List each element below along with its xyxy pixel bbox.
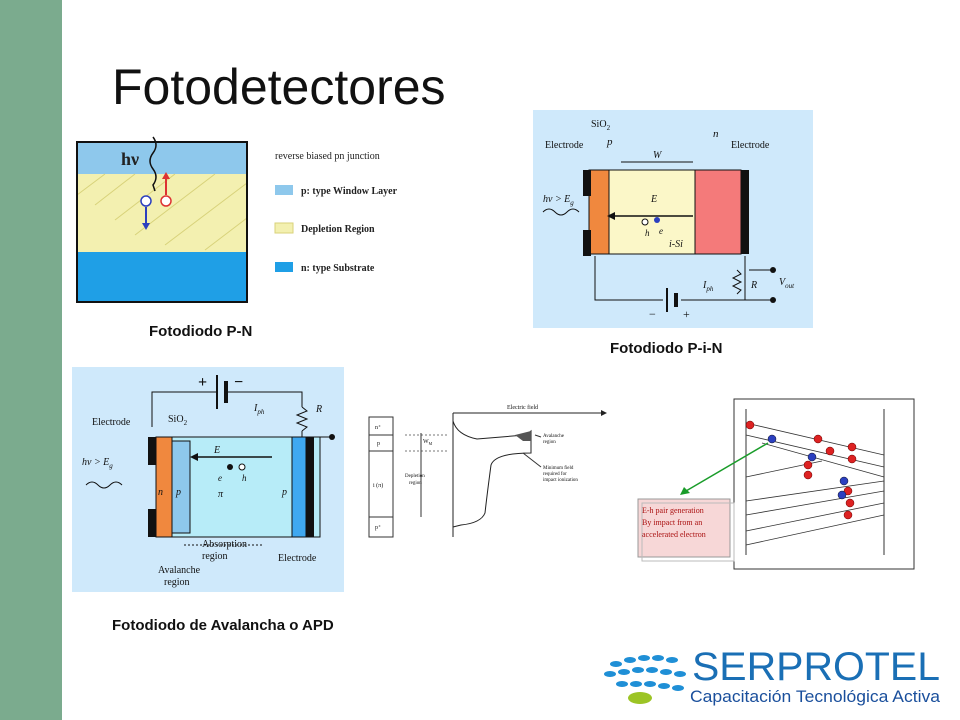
apd-avalanche-label: Avalanche <box>158 565 201 576</box>
svg-text:SiO2: SiO2 <box>591 119 611 132</box>
apd-absorption-label: Absorption <box>202 539 247 550</box>
n-plus-label: n <box>713 128 719 140</box>
svg-text:Iph: Iph <box>253 403 265 416</box>
photon-label: hν <box>121 149 139 169</box>
avalanche-label-2: region <box>543 440 556 445</box>
logo-name: SERPROTEL <box>692 645 940 689</box>
wm-label: W <box>423 439 429 445</box>
logo-accent-icon <box>628 692 652 704</box>
svg-text:Iph: Iph <box>702 280 714 293</box>
apd-field-label: E <box>213 445 220 456</box>
r-label: R <box>750 280 757 291</box>
layer-i: i (π) <box>373 482 383 489</box>
svg-text:hν > Eg: hν > Eg <box>82 457 113 470</box>
apd-minus: − <box>234 374 243 391</box>
electric-field-label: Electric field <box>507 404 538 411</box>
impact-ionization-diagram: E-h pair generation By impact from an ac… <box>637 398 915 570</box>
sio2-label: SiO <box>591 119 607 130</box>
vout-sub: out <box>785 282 795 290</box>
avalanche-label: Avalanche <box>543 434 565 439</box>
light-sub: g <box>570 199 574 207</box>
apd-absorption-label-2: region <box>202 551 228 562</box>
sidebar-accent <box>0 0 62 720</box>
h-plus-label: h <box>645 228 650 238</box>
apd-pi-label: π <box>218 489 224 500</box>
field-label: E <box>650 194 657 205</box>
legend-window-layer: p: type Window Layer <box>301 186 398 197</box>
svg-text:Vout: Vout <box>779 277 795 290</box>
apd-h-label: h <box>242 473 247 483</box>
depletion-label-2: region <box>409 481 422 486</box>
apd-p-label: p <box>175 487 181 498</box>
sio2-sub: 2 <box>607 124 611 132</box>
apd-iph-label: I <box>253 403 258 414</box>
e-label: e <box>659 226 663 236</box>
apd-diagram: + − R Iph Electrode SiO2 E e h π n p p h… <box>72 367 344 592</box>
ionization-note-3: accelerated electron <box>642 530 706 539</box>
w-label: W <box>653 150 663 161</box>
apd-iph-sub: ph <box>256 408 265 416</box>
minfield-label-3: impact ionization <box>543 478 578 483</box>
legend-substrate: n: type Substrate <box>301 263 375 274</box>
ionization-note-1: E-h pair generation <box>642 506 704 515</box>
svg-text:SiO2: SiO2 <box>168 414 188 427</box>
layer-p: p <box>377 441 380 447</box>
pn-photodiode-diagram: hν reverse biased pn junction p: type Wi… <box>76 136 398 303</box>
light-label: hν > E <box>543 194 570 205</box>
pin-photodiode-diagram: SiO2 p n Electrode Electrode W E h e i-S… <box>533 110 813 328</box>
serprotel-logo: SERPROTEL Capacitación Tecnológica Activ… <box>604 645 941 706</box>
vout-label: V <box>779 277 787 288</box>
apd-electrode-left-label: Electrode <box>92 417 131 428</box>
ionization-note-2: By impact from an <box>642 518 702 527</box>
caption-pin: Fotodiodo P-i-N <box>610 340 723 357</box>
minfield-label: Minimum field <box>543 466 574 471</box>
apd-n-plus-label: n <box>158 487 163 498</box>
caption-apd: Fotodiodo de Avalancha o APD <box>112 617 334 634</box>
apd-sio2-label: SiO <box>168 414 184 425</box>
apd-plus: + <box>198 374 207 391</box>
apd-sio2-sub: 2 <box>184 419 188 427</box>
apd-r-label: R <box>315 404 322 415</box>
pin-plus: + <box>683 307 690 321</box>
electrode-right-label: Electrode <box>731 140 770 151</box>
svg-text:hν > Eg: hν > Eg <box>543 194 574 207</box>
apd-light-label: hν > E <box>82 457 109 468</box>
apd-e-label: e <box>218 473 222 483</box>
depletion-label: Depletion <box>405 474 425 479</box>
wm-sub: M <box>429 441 433 446</box>
apd-avalanche-label-2: region <box>164 577 190 588</box>
p-plus-label: p <box>606 136 613 148</box>
logo-dots-icon <box>604 655 686 691</box>
legend-title: reverse biased pn junction <box>275 151 380 162</box>
pin-minus: − <box>649 307 656 321</box>
iph-sub: ph <box>705 285 714 293</box>
caption-pn: Fotodiodo P-N <box>149 323 253 340</box>
minfield-label-2: required for <box>543 472 567 477</box>
logo-tagline: Capacitación Tecnológica Activa <box>690 687 941 706</box>
electrode-left-label: Electrode <box>545 140 584 151</box>
page-title: Fotodetectores <box>112 59 446 115</box>
apd-light-sub: g <box>109 462 113 470</box>
apd-p-plus-label: p <box>281 487 287 498</box>
field-profile-diagram: n⁺ p i (π) p⁺ Electric field WM Depletio… <box>368 404 607 538</box>
layer-p-plus: p⁺ <box>375 524 381 531</box>
layer-n-plus: n⁺ <box>375 424 381 431</box>
apd-electrode-right-label: Electrode <box>278 553 317 564</box>
iph-label: I <box>702 280 707 291</box>
svg-text:WM: WM <box>423 439 433 446</box>
legend-depletion: Depletion Region <box>301 224 375 235</box>
isi-label: i-Si <box>669 239 683 250</box>
